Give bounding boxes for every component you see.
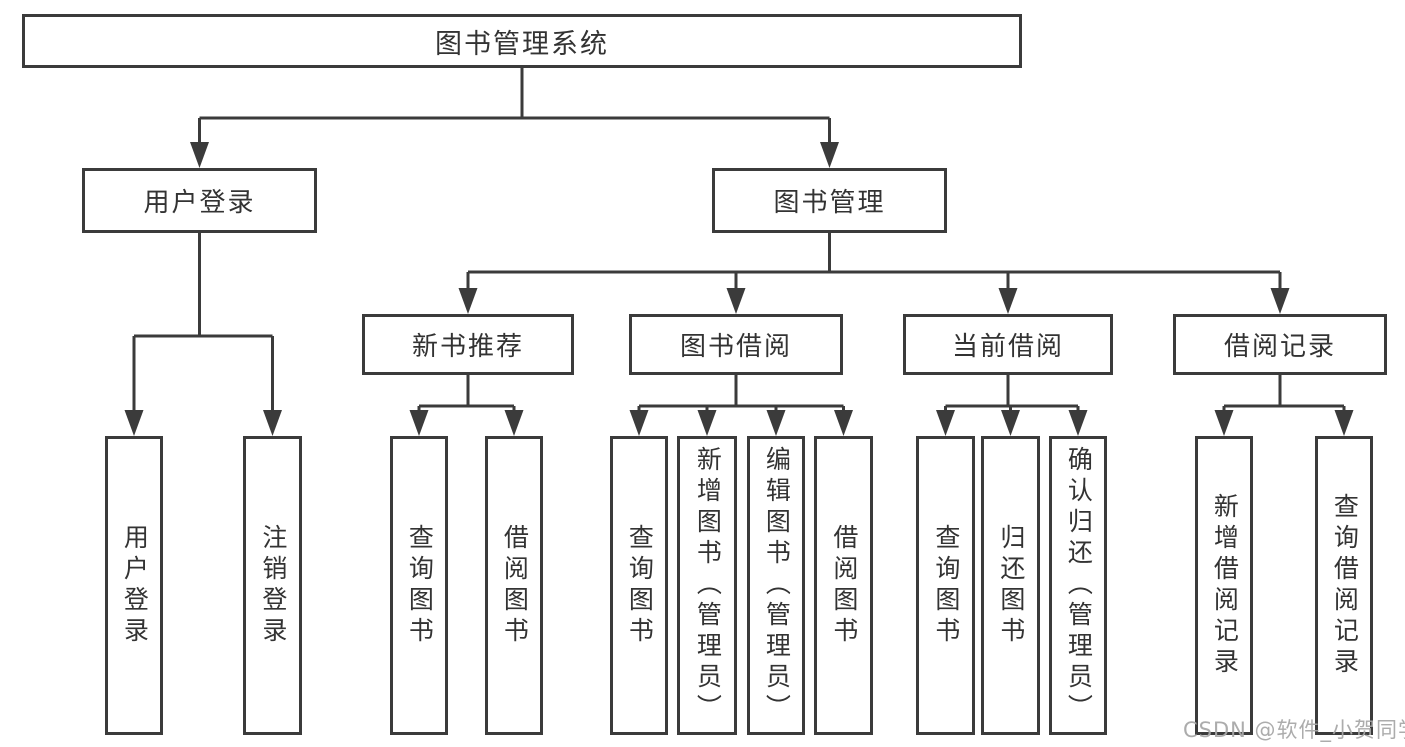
leaf-rec-borrow-books: 借阅图书 [485,436,543,735]
node-label: 图书管理系统 [435,28,609,60]
leaf-label: 新增借阅记录 [1210,492,1240,679]
leaf-cb-query-books: 查询图书 [916,436,975,735]
leaf-label: 编辑图书（管理员） [762,446,792,725]
leaf-label: 确认归还（管理员） [1064,446,1094,725]
node-book-management: 图书管理 [712,168,947,233]
node-borrowing-records: 借阅记录 [1173,314,1387,375]
leaf-user-login: 用户登录 [105,436,163,735]
watermark: CSDN @软件_小贺同学 [1183,718,1405,742]
leaf-bb-query-books: 查询图书 [610,436,668,735]
leaf-label: 查询图书 [405,523,435,648]
leaf-bb-edit-books-admin: 编辑图书（管理员） [747,436,805,735]
leaf-rec-query-books: 查询图书 [390,436,448,735]
leaf-label: 查询借阅记录 [1330,492,1360,679]
leaf-label: 查询图书 [931,523,961,648]
arrowheads [124,142,1354,436]
leaf-label: 借阅图书 [829,523,859,648]
leaf-label: 注销登录 [258,523,288,648]
leaf-bb-borrow-books: 借阅图书 [814,436,873,735]
node-label: 新书推荐 [411,332,524,362]
node-library-management-system: 图书管理系统 [22,14,1022,68]
node-label: 借阅记录 [1223,332,1336,362]
node-label: 图书管理 [773,188,886,218]
leaf-label: 查询图书 [625,523,655,648]
leaf-cb-confirm-return-admin: 确认归还（管理员） [1049,436,1107,735]
leaf-label: 用户登录 [120,523,150,648]
leaf-label: 借阅图书 [500,523,530,648]
node-new-book-recommendation: 新书推荐 [362,314,574,375]
leaf-br-query-record: 查询借阅记录 [1315,436,1373,735]
node-book-borrowing: 图书借阅 [629,314,843,375]
node-label: 当前借阅 [951,332,1064,362]
leaf-logout: 注销登录 [243,436,302,735]
node-user-login: 用户登录 [82,168,317,233]
leaf-bb-add-books-admin: 新增图书（管理员） [677,436,737,735]
node-label: 用户登录 [143,188,256,218]
leaf-label: 归还图书 [996,523,1026,648]
leaf-cb-return-books: 归还图书 [981,436,1040,735]
node-current-borrowing: 当前借阅 [903,314,1113,375]
leaf-br-add-record: 新增借阅记录 [1195,436,1253,735]
leaf-label: 新增图书（管理员） [693,446,723,725]
node-label: 图书借阅 [679,332,792,362]
